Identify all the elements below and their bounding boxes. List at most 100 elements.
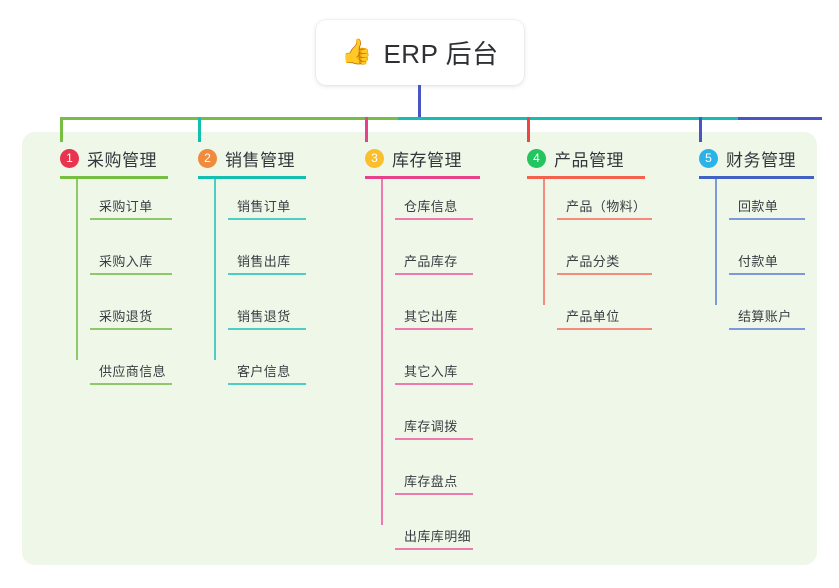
branch-item-underline — [395, 438, 473, 440]
branch-header-2[interactable]: 2 销售管理 — [198, 146, 295, 171]
branch-header-underline — [527, 176, 645, 179]
branch-connector-1 — [60, 117, 63, 142]
branch-item-label: 采购退货 — [99, 309, 153, 324]
branch-item[interactable]: 付款单 — [729, 249, 805, 275]
branch-header-label: 产品管理 — [554, 151, 624, 170]
branch-item-label: 仓库信息 — [404, 199, 458, 214]
branch-header-5[interactable]: 5 财务管理 — [699, 146, 796, 171]
branch-item-label: 出库库明细 — [404, 529, 472, 544]
branches-panel: 1 采购管理采购订单采购入库采购退货供应商信息 2 销售管理销售订单销售出库销售退货客… — [22, 132, 817, 565]
branch-item-label: 采购订单 — [99, 199, 153, 214]
root-node-title: ERP 后台 — [383, 39, 499, 69]
branch-header-4[interactable]: 4 产品管理 — [527, 146, 624, 171]
branch-item[interactable]: 库存盘点 — [395, 469, 473, 495]
branch-item[interactable]: 客户信息 — [228, 359, 306, 385]
branch-item[interactable]: 产品（物料） — [557, 194, 652, 220]
branch-item-underline — [228, 218, 306, 220]
root-connector-line — [418, 85, 421, 119]
branch-item-label: 客户信息 — [237, 364, 291, 379]
branch-connector-4 — [527, 117, 530, 142]
branch-item[interactable]: 产品单位 — [557, 304, 652, 330]
branch-item[interactable]: 销售退货 — [228, 304, 306, 330]
branch-item-underline — [90, 383, 172, 385]
connector-bus-left — [60, 117, 400, 120]
branch-item-underline — [395, 328, 473, 330]
branch-header-underline — [60, 176, 168, 179]
branch-item-underline — [557, 218, 652, 220]
branch-item[interactable]: 采购订单 — [90, 194, 172, 220]
branch-spine — [76, 179, 78, 360]
branch-item-underline — [228, 383, 306, 385]
branch-item-underline — [395, 273, 473, 275]
branch-item-underline — [557, 273, 652, 275]
root-node[interactable]: 👍 ERP 后台 — [316, 20, 524, 85]
branch-item-underline — [557, 328, 652, 330]
branch-spine — [543, 179, 545, 305]
branch-item-underline — [395, 218, 473, 220]
branch-item[interactable]: 库存调拨 — [395, 414, 473, 440]
branch-item-label: 产品单位 — [566, 309, 620, 324]
branch-spine — [715, 179, 717, 305]
branch-item[interactable]: 供应商信息 — [90, 359, 172, 385]
branch-item-underline — [729, 218, 805, 220]
branch-item-label: 销售订单 — [237, 199, 291, 214]
branch-item-underline — [395, 548, 473, 550]
branch-item-label: 采购入库 — [99, 254, 153, 269]
branch-item[interactable]: 回款单 — [729, 194, 805, 220]
branch-item[interactable]: 仓库信息 — [395, 194, 473, 220]
branch-header-label: 财务管理 — [726, 151, 796, 170]
branch-item-label: 产品（物料） — [566, 199, 647, 214]
connector-bus-right — [738, 117, 822, 120]
branch-header-label: 销售管理 — [225, 151, 295, 170]
branch-item-label: 销售出库 — [237, 254, 291, 269]
branch-item-underline — [228, 328, 306, 330]
branch-item[interactable]: 其它入库 — [395, 359, 473, 385]
branch-number-badge: 5 — [699, 149, 718, 168]
branch-item-underline — [90, 328, 172, 330]
branch-item-underline — [228, 273, 306, 275]
branch-item[interactable]: 产品库存 — [395, 249, 473, 275]
branch-item[interactable]: 出库库明细 — [395, 524, 473, 550]
branch-item[interactable]: 采购入库 — [90, 249, 172, 275]
branch-item[interactable]: 采购退货 — [90, 304, 172, 330]
branch-header-label: 采购管理 — [87, 151, 157, 170]
branch-connector-2 — [198, 117, 201, 142]
branch-spine — [381, 179, 383, 525]
branch-item-underline — [729, 273, 805, 275]
branch-item-label: 库存盘点 — [404, 474, 458, 489]
branch-item-label: 其它入库 — [404, 364, 458, 379]
branch-connector-5 — [699, 117, 702, 142]
branch-header-underline — [365, 176, 480, 179]
branch-header-underline — [198, 176, 306, 179]
branch-item-underline — [90, 218, 172, 220]
branch-item-label: 其它出库 — [404, 309, 458, 324]
branch-item-underline — [395, 383, 473, 385]
branch-item-label: 结算账户 — [738, 309, 792, 324]
branch-item[interactable]: 销售订单 — [228, 194, 306, 220]
branch-item-label: 供应商信息 — [99, 364, 167, 379]
thumbs-up-icon: 👍 — [341, 38, 373, 66]
branch-item[interactable]: 其它出库 — [395, 304, 473, 330]
branch-number-badge: 4 — [527, 149, 546, 168]
branch-item-label: 产品库存 — [404, 254, 458, 269]
branch-number-badge: 2 — [198, 149, 217, 168]
branch-item-label: 回款单 — [738, 199, 779, 214]
branch-spine — [214, 179, 216, 360]
connector-bus-middle — [398, 117, 740, 120]
branch-item-label: 销售退货 — [237, 309, 291, 324]
branch-header-label: 库存管理 — [392, 151, 462, 170]
root-node-content: 👍 ERP 后台 — [341, 34, 498, 71]
branch-item-label: 库存调拨 — [404, 419, 458, 434]
branch-item[interactable]: 销售出库 — [228, 249, 306, 275]
branch-item-label: 产品分类 — [566, 254, 620, 269]
branch-item-label: 付款单 — [738, 254, 779, 269]
branch-item[interactable]: 结算账户 — [729, 304, 805, 330]
branch-connector-3 — [365, 117, 368, 142]
branch-item-underline — [729, 328, 805, 330]
branch-item[interactable]: 产品分类 — [557, 249, 652, 275]
branch-header-1[interactable]: 1 采购管理 — [60, 146, 157, 171]
branch-number-badge: 1 — [60, 149, 79, 168]
branch-header-underline — [699, 176, 814, 179]
